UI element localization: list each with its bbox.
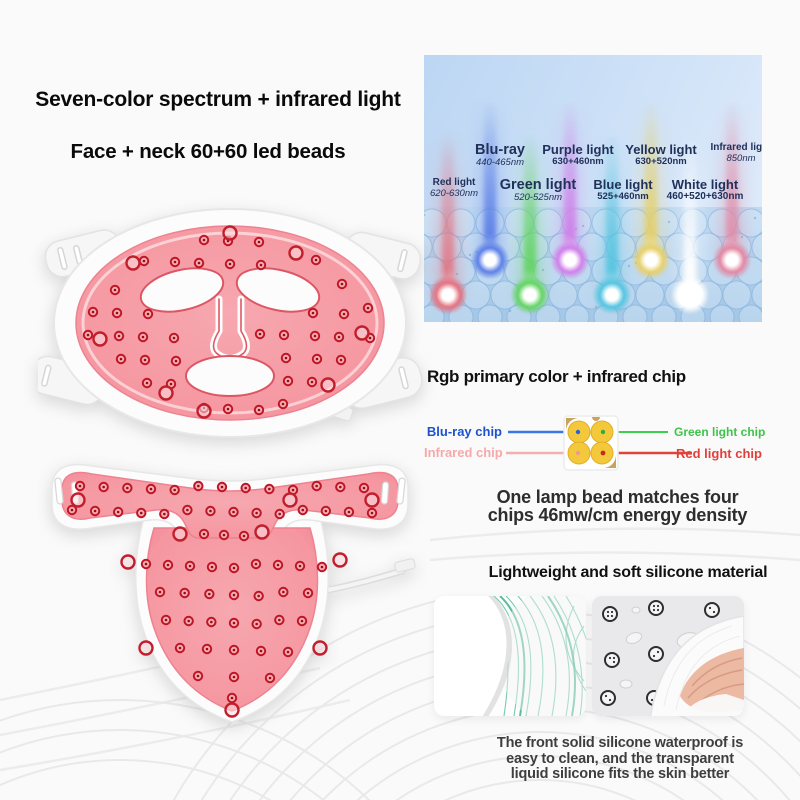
face-led-mask [38, 208, 423, 438]
face-mask-eye-holes [139, 267, 321, 313]
chip-diagram-graphic [506, 415, 692, 471]
led-bead-large [224, 702, 240, 718]
led-bead-large [158, 385, 174, 401]
light-name: Blue light [593, 177, 653, 192]
material-heading: Lightweight and soft silicone material [488, 564, 768, 581]
led-bead-large [196, 403, 212, 419]
chip-label-infrared: Infrared chip [424, 445, 503, 460]
chip-section-heading: Rgb primary color + infrared chip [427, 367, 686, 386]
chip-label-green: Green light chip [674, 425, 766, 439]
light-label-infrared-light: Infrared light850nm [710, 142, 762, 164]
led-bead-large [282, 492, 298, 508]
light-wavelength: 520-525nm [513, 192, 563, 204]
chip-label-red: Red light chip [676, 446, 762, 461]
wipe-clean-graphic [592, 596, 744, 716]
cloth-fold [682, 694, 744, 716]
waterproof-claim: The front solid silicone waterproof is e… [448, 735, 792, 783]
light-wavelength: 630+520nm [635, 155, 687, 167]
silicone-flap [434, 596, 508, 716]
led-bead-large [92, 331, 108, 347]
chip-label-blu-ray: Blu-ray chip [426, 424, 502, 439]
light-name: Yellow light [625, 142, 697, 157]
light-name: Red light [432, 177, 476, 188]
lamp-bead-chip [563, 415, 619, 471]
led-bead-large [222, 225, 238, 241]
light-wavelength: 440-465nm [475, 157, 525, 169]
flap-shadow [495, 596, 586, 716]
neck-led-mask [51, 463, 416, 723]
lamp-bead-claim-line2: chips 46mw/cm energy density [487, 504, 748, 525]
light-name: White light [671, 177, 739, 192]
photo-silicone-flap [434, 596, 586, 716]
led-bead-large [312, 640, 328, 656]
lamp-bead-claim-line1: One lamp bead matches four [496, 487, 739, 507]
led-bead-large [70, 492, 86, 508]
light-wavelength: 620-630nm [429, 187, 479, 199]
led-bead-icons [600, 600, 720, 706]
waterproof-claim-line3: liquid silicone fits the skin better [510, 766, 730, 782]
led-bead-large [320, 377, 336, 393]
headline-spectrum: Seven-color spectrum + infrared light [35, 88, 401, 111]
led-bead-large [332, 552, 348, 568]
leaf-line-pattern [481, 596, 586, 716]
light-wavelength: 460+520+630nm [666, 190, 744, 202]
light-wavelength: 525+460nm [597, 190, 649, 202]
light-wavelength: 850nm [726, 152, 756, 164]
silicone-flap-graphic [434, 596, 586, 716]
led-bead-large [120, 554, 136, 570]
headline-bead-count: Face + neck 60+60 led beads [70, 140, 346, 163]
led-bead-large [364, 492, 380, 508]
light-name: Purple light [542, 142, 614, 157]
led-bead-large [138, 640, 154, 656]
light-name: Blu-ray [475, 142, 525, 158]
neck-mask-led-beads [66, 480, 380, 718]
waterproof-claim-line2: easy to clean, and the transparent [506, 750, 734, 767]
face-mask-mouth-hole [185, 355, 275, 397]
led-bead-large [125, 255, 141, 271]
light-name: Infrared light [710, 142, 762, 153]
light-name: Green light [499, 177, 577, 193]
photo-wipe-clean [592, 596, 744, 716]
led-bead-large [172, 526, 188, 542]
neck-mask-cable [324, 558, 416, 594]
led-bead-large [354, 325, 370, 341]
waterproof-claim-line1: The front solid silicone waterproof is [496, 735, 744, 751]
face-mask-led-beads [82, 225, 376, 419]
led-bead-large [288, 245, 304, 261]
light-wavelength: 630+460nm [552, 155, 604, 167]
chip-diagram: Blu-ray chip Infrared chip Green light c… [424, 404, 796, 484]
led-bead-large [254, 524, 270, 540]
lamp-bead-claim: One lamp bead matches four chips 46mw/cm… [440, 487, 795, 525]
